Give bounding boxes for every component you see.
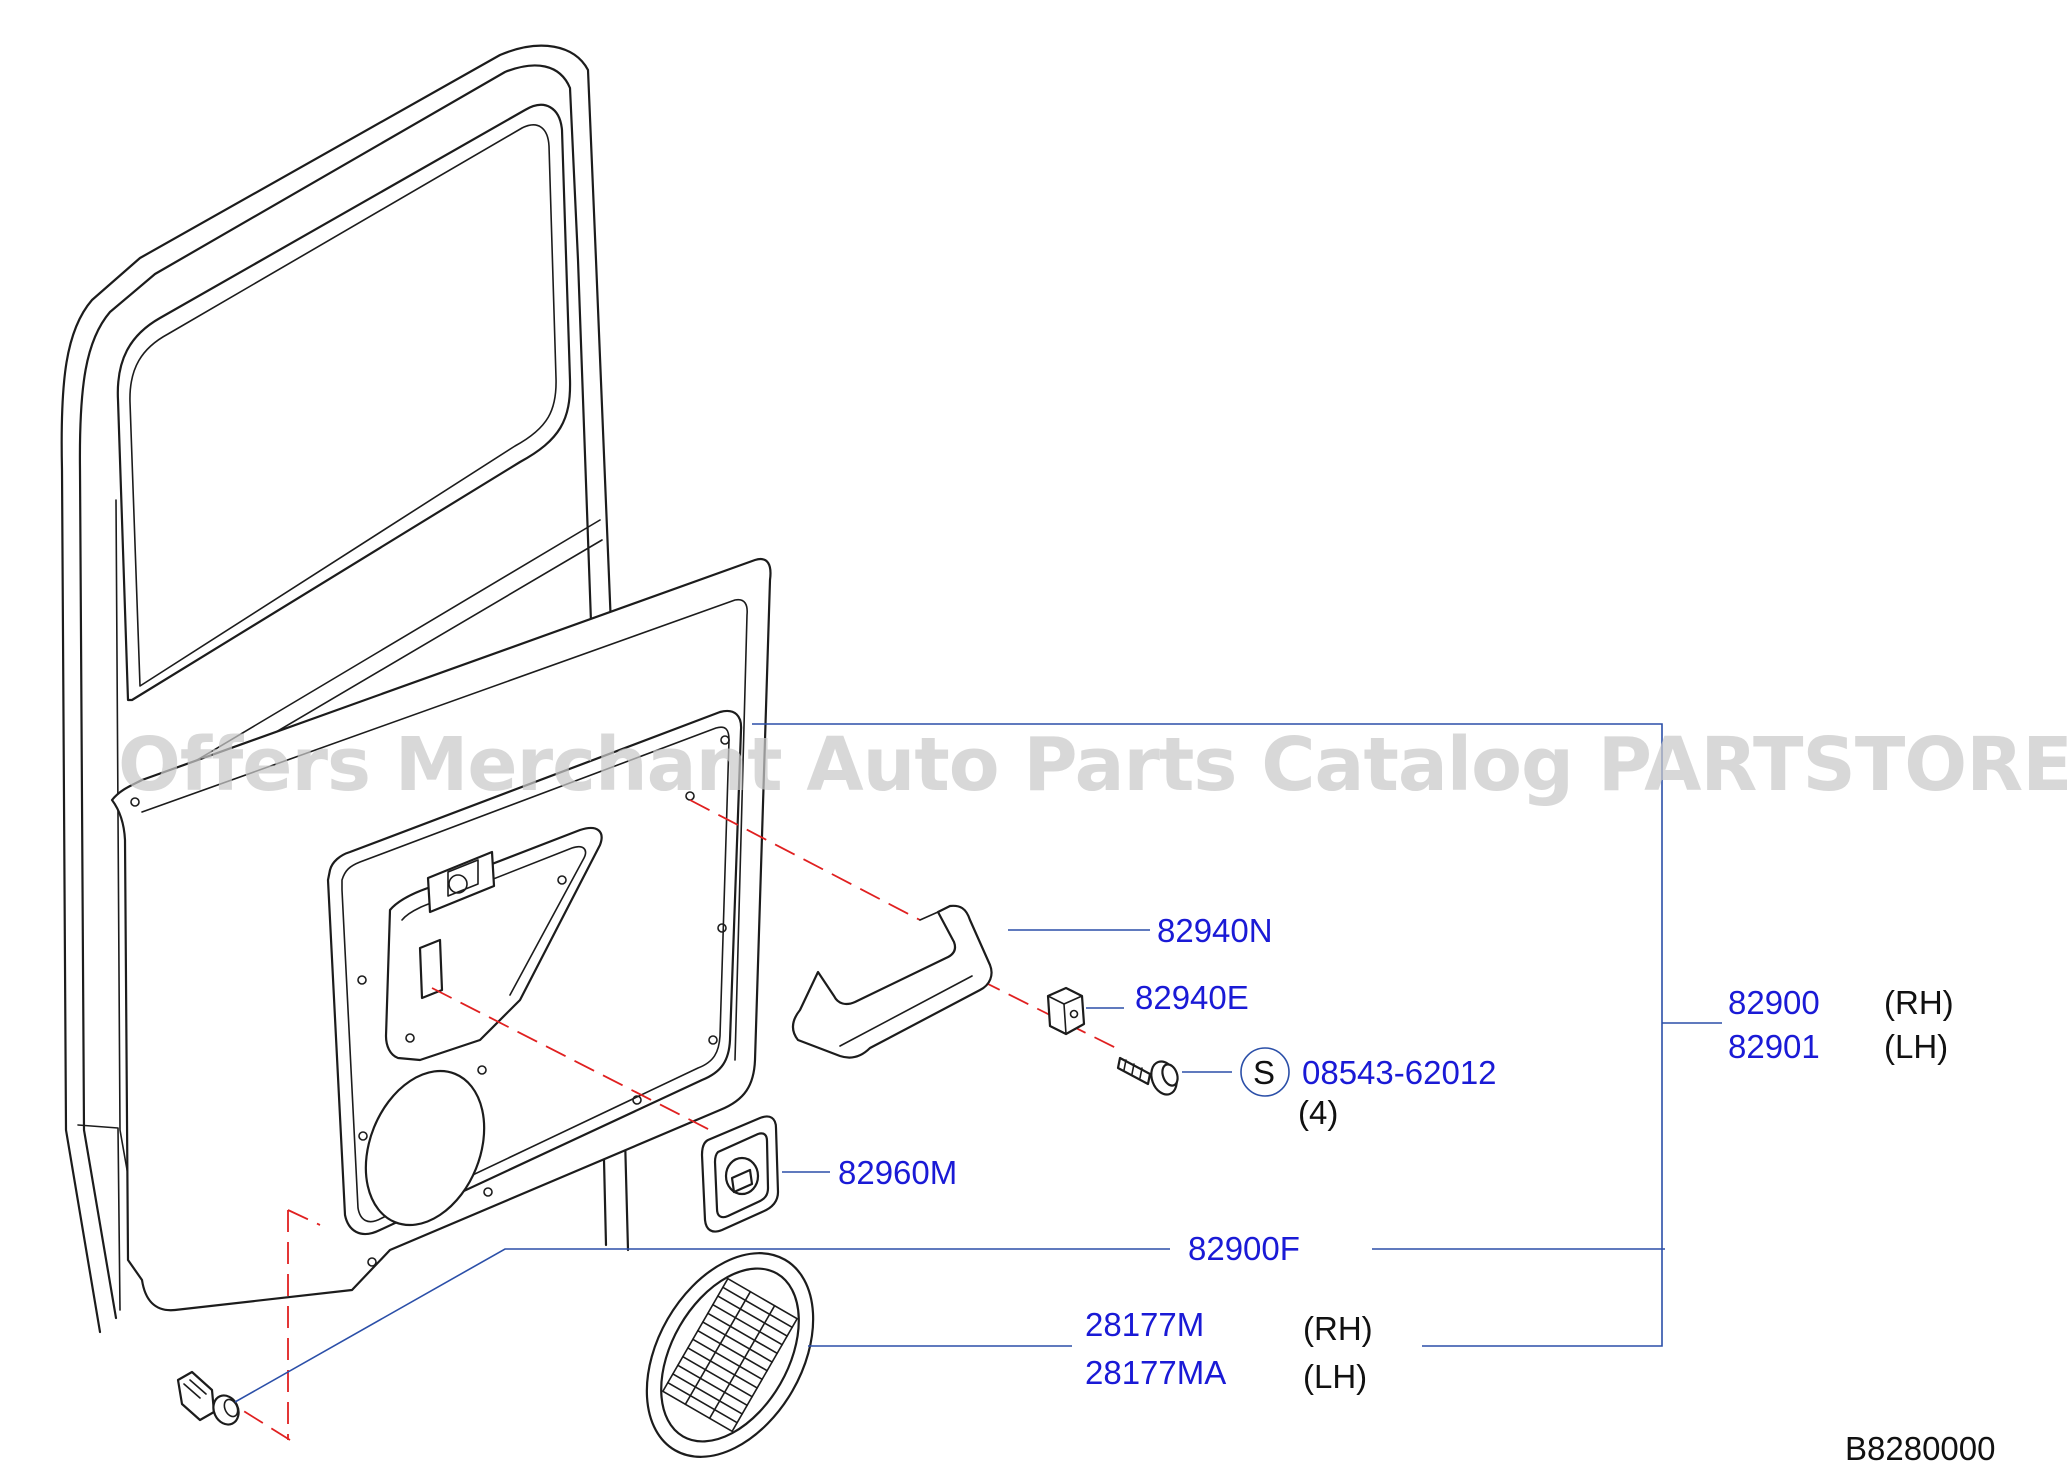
speaker-grille xyxy=(645,1252,815,1458)
leader-lines xyxy=(234,723,1722,1403)
label-finisher-lh-side: (LH) xyxy=(1884,1028,1948,1065)
label-speaker-grille-rh: 28177M xyxy=(1085,1306,1204,1343)
label-clip: 82900F xyxy=(1188,1230,1300,1267)
label-screw-symbol: S xyxy=(1253,1054,1275,1091)
diagram-code: B8280000 xyxy=(1845,1430,1995,1467)
callout-labels: 82940N 82940E S 08543-62012 (4) 82900 (R… xyxy=(838,912,1995,1467)
label-speaker-grille-lh: 28177MA xyxy=(1085,1354,1226,1391)
label-finisher-rh-side: (RH) xyxy=(1884,984,1954,1021)
screw xyxy=(1116,1056,1179,1096)
label-assist-grip: 82940N xyxy=(1157,912,1273,949)
grip-bracket xyxy=(1046,986,1086,1036)
label-pull-pocket: 82960M xyxy=(838,1154,957,1191)
door-trim-panel xyxy=(110,557,772,1312)
label-speaker-grille-rh-side: (RH) xyxy=(1303,1310,1373,1347)
assist-grip xyxy=(791,904,993,1059)
label-screw-qty: (4) xyxy=(1298,1094,1338,1131)
label-grip-bracket: 82940E xyxy=(1135,979,1249,1016)
pull-pocket xyxy=(700,1115,780,1233)
label-finisher-rh: 82900 xyxy=(1728,984,1820,1021)
label-screw-part: 08543-62012 xyxy=(1302,1054,1497,1091)
label-speaker-grille-lh-side: (LH) xyxy=(1303,1358,1367,1395)
trim-clip xyxy=(176,1370,240,1426)
label-finisher-lh: 82901 xyxy=(1728,1028,1820,1065)
watermark-text: Offers Merchant Auto Parts Catalog PARTS… xyxy=(118,722,2067,808)
